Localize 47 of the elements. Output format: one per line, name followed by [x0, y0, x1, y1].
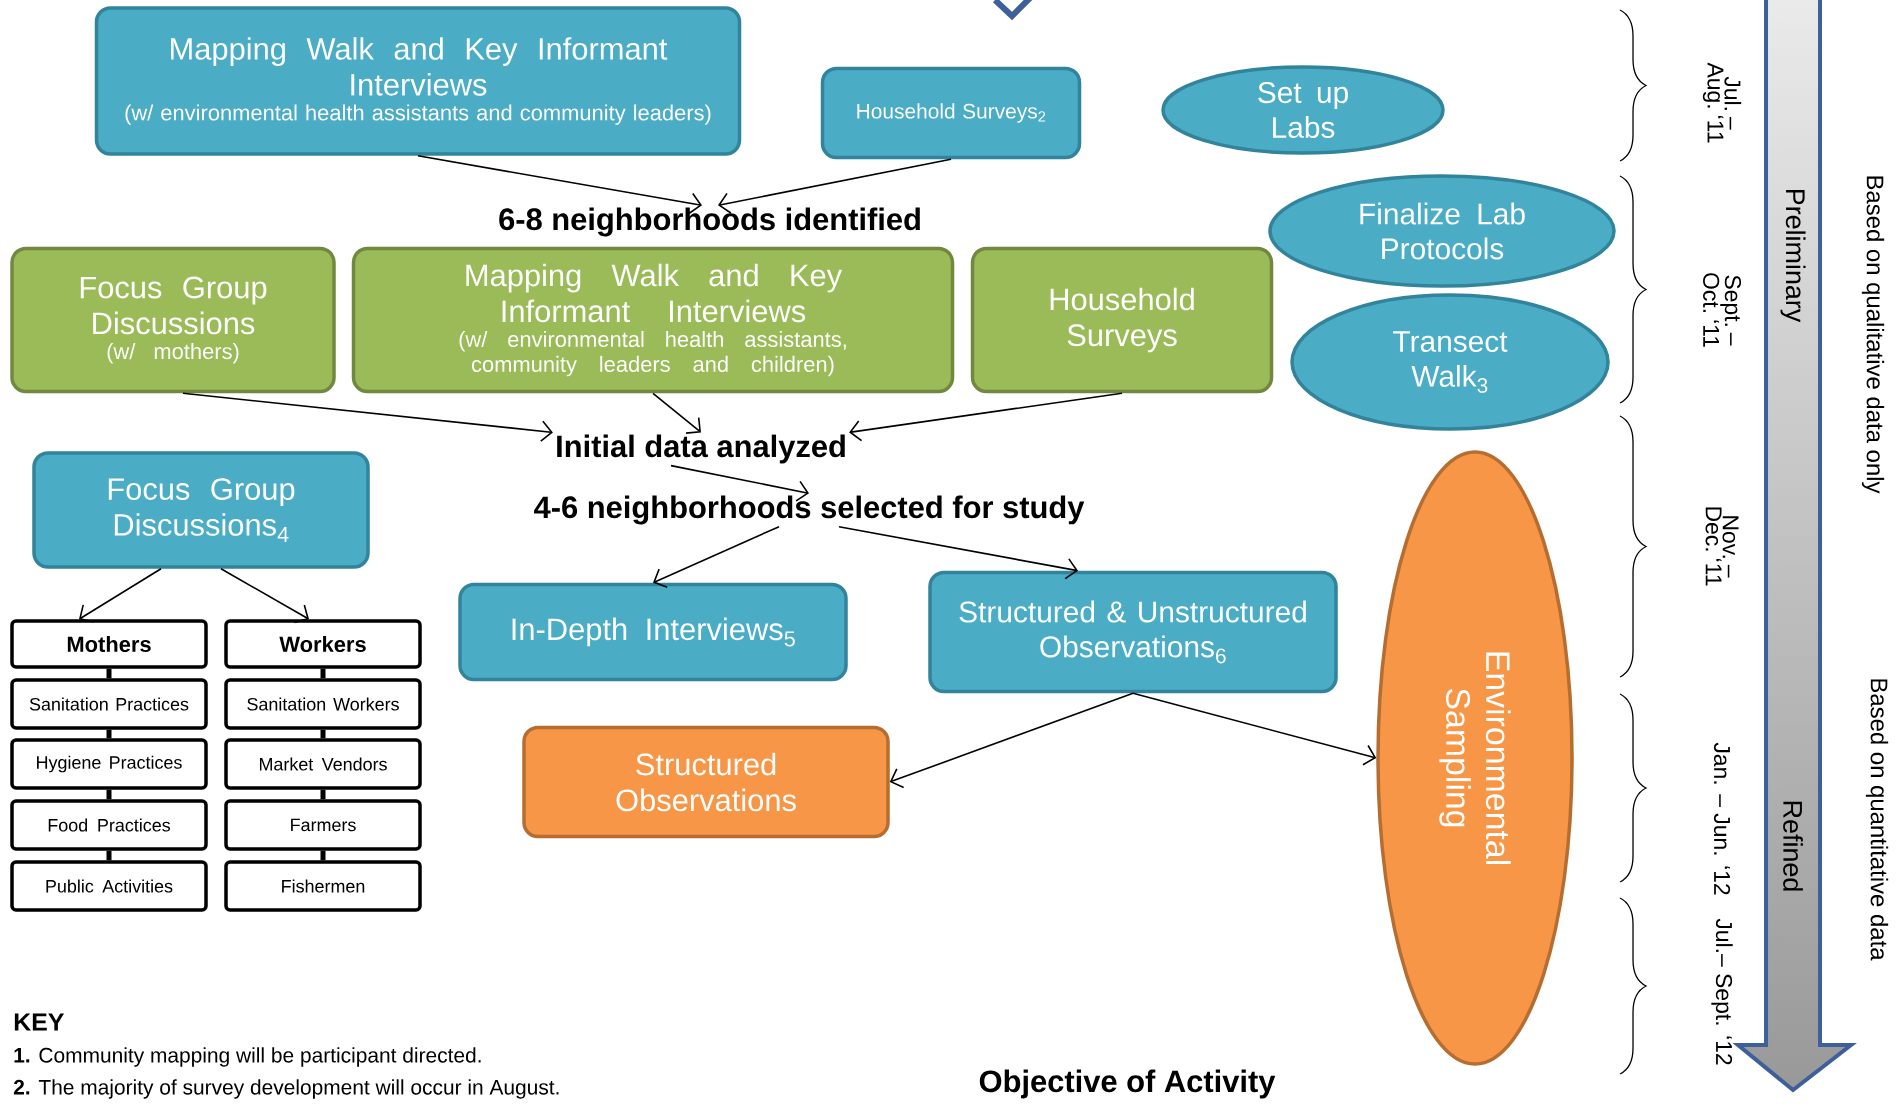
step-text: 4-6 neighborhoods selected for study — [534, 495, 1085, 525]
side-note: Based on qualitative data only — [1861, 176, 1885, 494]
arrow — [417, 154, 702, 215]
category-box: Public Activities — [10, 860, 208, 912]
process-box: Focus Group Discussions (w/ mothers) — [10, 246, 336, 394]
process-box: Household Surveys$_{2}$ — [820, 66, 1082, 160]
arrow — [849, 392, 1123, 442]
category-box: Fishermen — [224, 860, 422, 912]
key-note: 2. The majority of survey development will occur in August. — [13, 1079, 559, 1099]
category-box: Sanitation Practices — [10, 678, 208, 730]
arrow — [889, 692, 1134, 789]
key-heading: KEY — [14, 1013, 64, 1031]
category-box: Sanitation Workers — [224, 678, 422, 730]
arrow — [220, 567, 309, 624]
process-box: Structured Observations — [522, 725, 890, 839]
arrow — [838, 525, 1078, 580]
arrow — [653, 525, 780, 589]
date-label: Jul.– Sept. ‘12 — [1711, 918, 1733, 1065]
date-label: Nov. – Dec. ‘11 — [1705, 507, 1739, 586]
arrow — [79, 567, 162, 623]
process-box: In-Depth Interviews$_{5}$ — [458, 582, 848, 682]
category-box: Workers — [224, 619, 422, 669]
arrow — [652, 392, 701, 434]
date-label: Jan. – Jun. ‘12 — [1713, 742, 1731, 895]
date-label: Sept. – Oct. ‘11 — [1703, 273, 1741, 347]
arrow — [182, 392, 553, 442]
category-box: Mothers — [10, 619, 208, 669]
phase-label: Preliminary — [1780, 189, 1806, 323]
date-label: Jul. –Aug. ‘11 — [1702, 62, 1742, 143]
key-note: 1. Community mapping will be participant directed. — [14, 1047, 481, 1067]
step-text: 6-8 neighborhoods identified — [499, 207, 920, 237]
category-box: Market Vendors — [224, 738, 422, 790]
process-box: Household Surveys — [970, 246, 1274, 394]
category-box: Food Practices — [10, 799, 208, 851]
process-box: Mapping Walk and Key Informant Interviews (w/ environmental health assistants, community leaders and children) — [351, 246, 955, 394]
category-box: Farmers — [224, 799, 422, 851]
process-box: Structured & Unstructured Observations$_{6}$ — [928, 570, 1338, 694]
process-box: Mapping Walk and Key Informant Interviews (w/ environmental health assistants and community leaders) — [94, 6, 742, 156]
section-heading: Objective of Activity — [979, 1069, 1276, 1099]
phase-label: Refined — [1783, 801, 1803, 891]
arrow — [670, 464, 809, 502]
process-box: Focus Group Discussions$_{4}$ — [32, 451, 370, 569]
side-note: Based on quantitative data — [1865, 679, 1889, 961]
arrow — [718, 158, 952, 214]
step-text: Initial data analyzed — [557, 434, 845, 464]
category-box: Hygiene Practices — [10, 738, 208, 790]
arrow — [1132, 692, 1377, 766]
